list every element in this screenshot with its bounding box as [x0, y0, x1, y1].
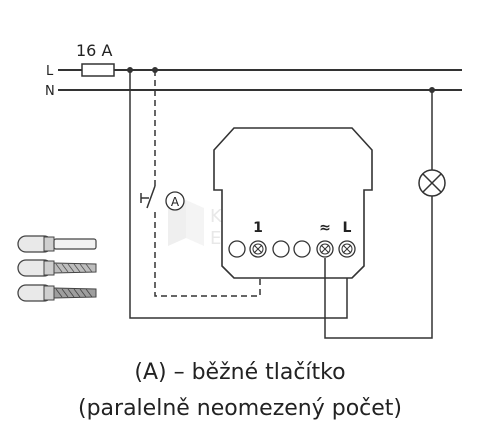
terminal-screw [338, 240, 356, 258]
terminal-screw [249, 240, 267, 258]
button-label: A [171, 195, 180, 209]
terminal-screw [316, 240, 334, 258]
button-label-circle [165, 191, 185, 211]
actuator-module [213, 127, 373, 279]
button-wire-lower [154, 212, 261, 297]
fuse-symbol [81, 63, 115, 77]
caption-line-1: (A) – běžné tlačítko [134, 360, 346, 385]
terminal-label-tilde: ≈ [319, 220, 331, 236]
wire-illustration-stranded [17, 259, 97, 277]
live-line-label: L [46, 64, 54, 79]
wire-illustration-solid [17, 235, 97, 253]
neutral-line-label: N [45, 84, 55, 99]
terminal-row [228, 240, 356, 258]
push-button-symbol: A [140, 185, 185, 211]
live-feed-wire [129, 70, 348, 319]
terminal-label-L: L [343, 220, 352, 236]
load-wire [324, 196, 433, 339]
terminal-empty [293, 240, 311, 258]
wire-illustration-ferrule [17, 284, 97, 302]
caption-line-2: (paralelně neomezený počet) [78, 396, 402, 421]
lamp-symbol [418, 169, 446, 197]
fuse-label: 16 A [76, 41, 112, 60]
terminal-label-1: 1 [253, 220, 263, 236]
terminal-empty [272, 240, 290, 258]
terminal-empty [228, 240, 246, 258]
